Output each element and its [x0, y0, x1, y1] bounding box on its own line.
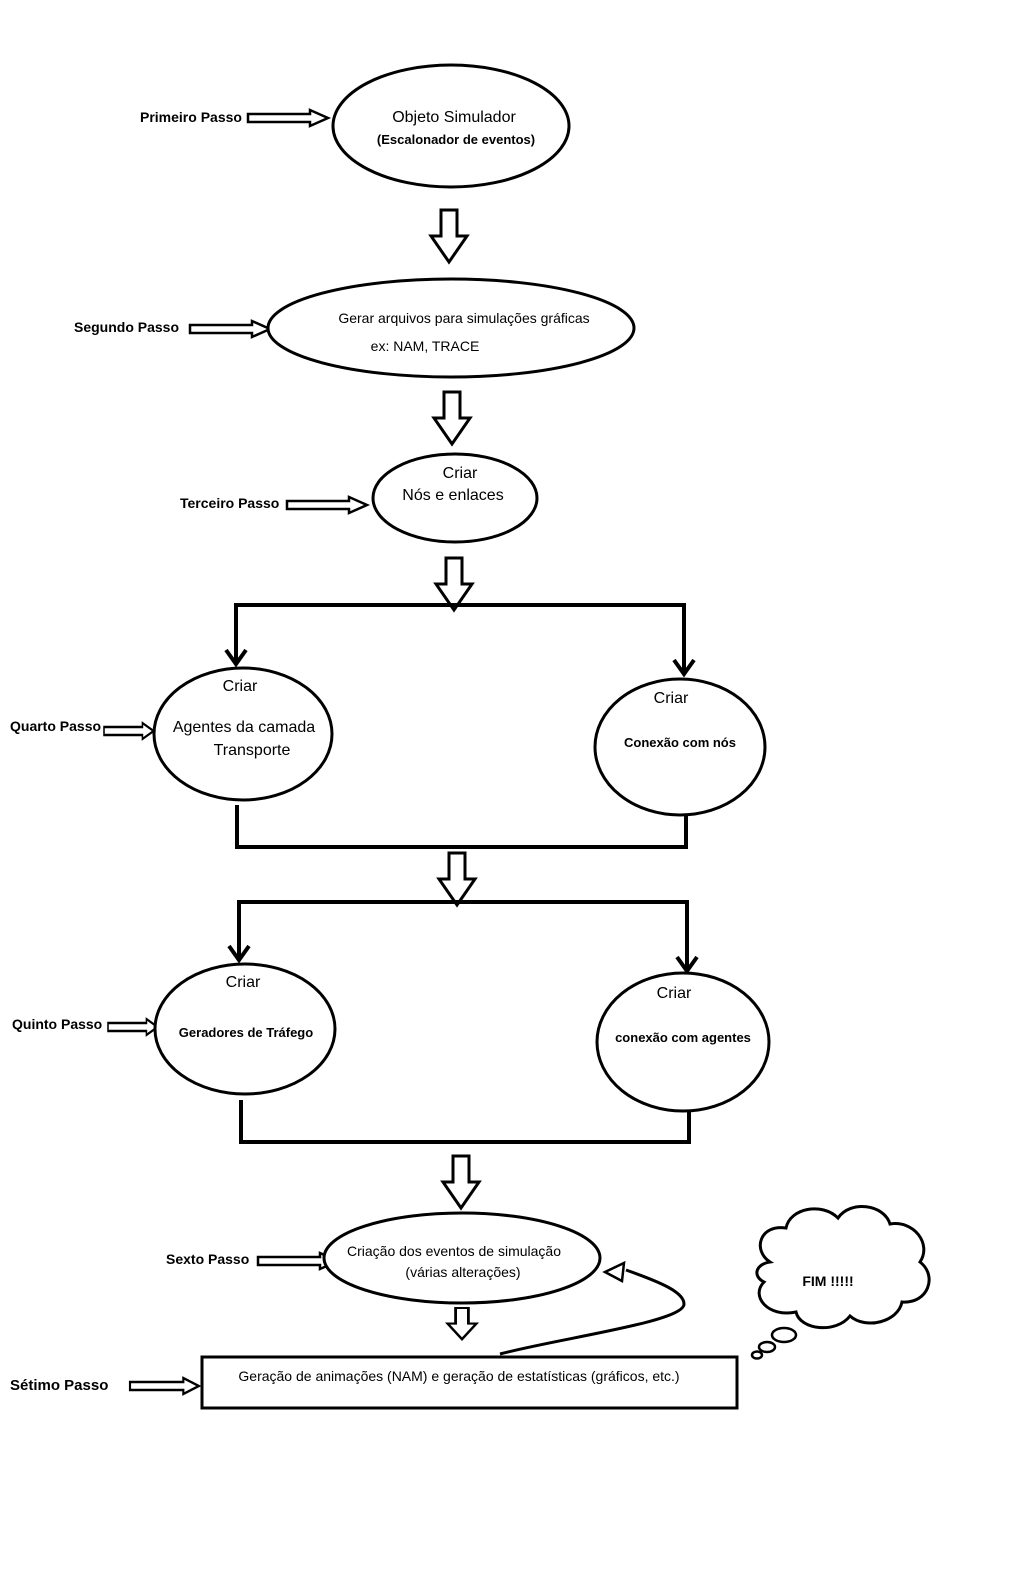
step-5-left-node: [153, 962, 337, 1096]
step-2-node: [266, 277, 636, 379]
step-6-node: [322, 1211, 602, 1305]
step-1-node: [331, 63, 571, 189]
step-4-left-node: [152, 666, 334, 802]
step-2-label: Segundo Passo: [74, 319, 179, 335]
step-1-label: Primeiro Passo: [140, 109, 242, 125]
step-3: Terceiro Passo Criar Nós e enlaces: [180, 452, 539, 544]
step-4-split: [224, 603, 696, 849]
step-4-left-subtitle: Transporte: [214, 742, 291, 759]
step-4-left-title: Agentes da camada: [173, 719, 315, 736]
step-1-title: Objeto Simulador: [392, 109, 516, 126]
step-4-arrow: [102, 721, 155, 741]
step-6-subtitle: (várias alterações): [405, 1264, 520, 1280]
step-6-title: Criação dos eventos de simulação: [347, 1243, 561, 1259]
step-7-label: Sétimo Passo: [10, 1377, 108, 1394]
step-5: Quinto Passo Criar Geradores de Tráfego …: [12, 962, 771, 1113]
down-arrow-1: [429, 208, 469, 264]
down-arrow-5: [441, 1154, 481, 1210]
step-2-title: Gerar arquivos para simulações gráficas: [338, 310, 589, 326]
feedback-arrow: [499, 1260, 686, 1356]
step-6-label: Sexto Passo: [166, 1251, 249, 1267]
step-3-node: [371, 452, 539, 544]
step-5-arrow: [106, 1017, 159, 1037]
step-5-left-title: Geradores de Tráfego: [179, 1025, 313, 1040]
down-arrow-6: [444, 1306, 480, 1342]
step-3-label: Terceiro Passo: [180, 495, 279, 511]
step-5-left-criar: Criar: [226, 974, 261, 991]
step-3-title: Nós e enlaces: [402, 487, 503, 504]
step-6: Sexto Passo Criação dos eventos de simul…: [166, 1211, 602, 1305]
step-1: Primeiro Passo Objeto Simulador (Escalon…: [140, 63, 571, 189]
step-2-subtitle: ex: NAM, TRACE: [371, 338, 480, 354]
fim-cloud: FIM !!!!!: [750, 1205, 931, 1360]
down-arrow-3: [434, 556, 474, 612]
step-4: Quarto Passo Criar Agentes da camada Tra…: [10, 666, 767, 817]
step-7: Sétimo Passo Geração de animações (NAM) …: [10, 1355, 739, 1410]
step-7-node: [200, 1355, 739, 1410]
step-3-arrow: [285, 495, 369, 515]
step-2-arrow: [188, 319, 272, 339]
step-1-arrow: [246, 108, 330, 128]
fim-text: FIM !!!!!: [802, 1273, 853, 1289]
step-5-split: [227, 900, 699, 1144]
step-4-right-node: [593, 677, 767, 817]
step-4-right-title: Conexão com nós: [624, 735, 736, 750]
step-4-left-criar: Criar: [223, 678, 258, 695]
step-2: Segundo Passo Gerar arquivos para simula…: [74, 277, 636, 379]
step-5-right-criar: Criar: [657, 985, 692, 1002]
step-7-arrow: [128, 1376, 201, 1396]
step-5-label: Quinto Passo: [12, 1016, 102, 1032]
down-arrow-4: [437, 851, 477, 907]
step-3-criar: Criar: [443, 465, 478, 482]
down-arrow-2: [432, 390, 472, 446]
step-4-label: Quarto Passo: [10, 718, 101, 734]
step-7-title: Geração de animações (NAM) e geração de …: [238, 1368, 679, 1384]
step-4-right-criar: Criar: [654, 690, 689, 707]
step-5-right-title: conexão com agentes: [615, 1030, 751, 1045]
step-5-right-node: [595, 971, 771, 1113]
step-1-subtitle: (Escalonador de eventos): [377, 132, 535, 147]
